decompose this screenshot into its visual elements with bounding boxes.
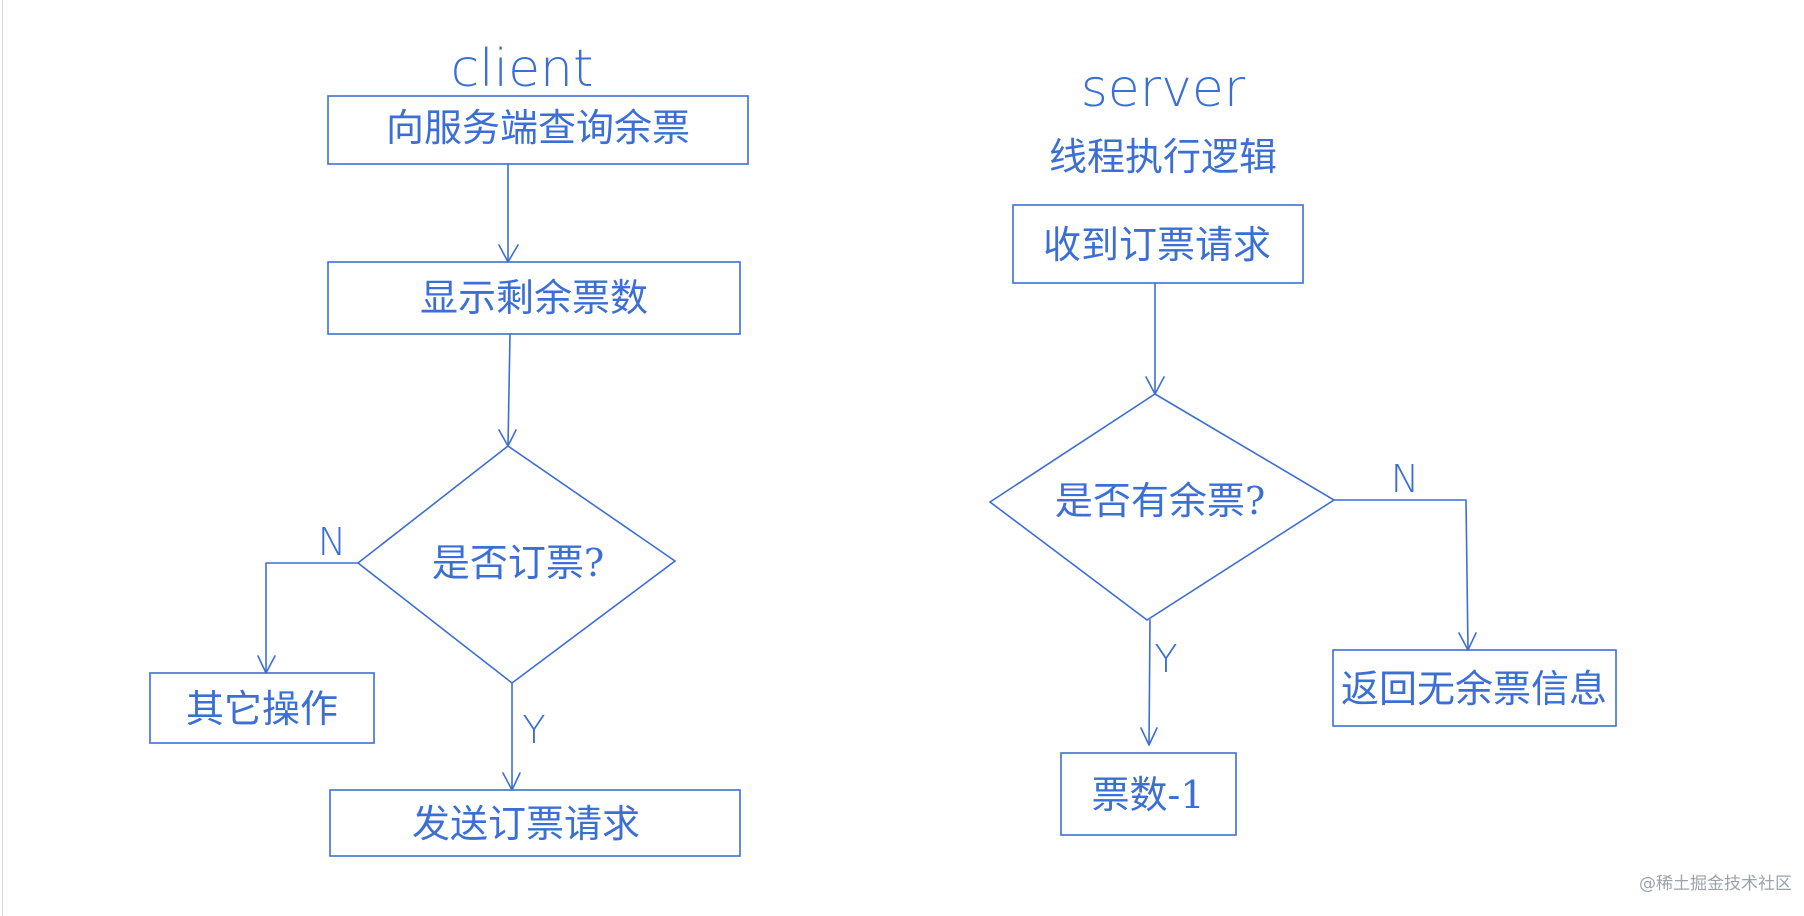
client-display-label: 显示剩余票数 <box>420 276 648 320</box>
server-decision-label: 是否有余票? <box>1055 479 1265 523</box>
client-decision-label: 是否订票? <box>432 541 604 585</box>
arrow-decision-to-no-ticket <box>1333 499 1469 651</box>
client-other-label: 其它操作 <box>186 687 338 731</box>
server-subheading: 线程执行逻辑 <box>1049 135 1277 179</box>
arrow-decision-to-other <box>265 562 359 674</box>
arrow-display-to-decision <box>507 333 511 447</box>
arrow-decision-to-decrement <box>1148 619 1151 746</box>
server-no-ticket-box <box>1332 649 1617 727</box>
server-decrement-label: 票数-1 <box>1091 773 1204 817</box>
server-yes-label: Y <box>1154 637 1177 681</box>
server-heading: server <box>1081 59 1246 119</box>
client-yes-label: Y <box>522 708 545 752</box>
server-receive-box <box>1012 204 1304 284</box>
client-send-label: 发送订票请求 <box>412 802 640 846</box>
server-no-label: N <box>1391 457 1419 501</box>
server-no-ticket-label: 返回无余票信息 <box>1341 667 1607 711</box>
client-query-box <box>327 95 749 165</box>
watermark: @稀土掘金技术社区 <box>1639 874 1792 894</box>
client-other-box <box>149 672 375 744</box>
client-display-box <box>327 261 741 335</box>
server-receive-label: 收到订票请求 <box>1043 223 1271 267</box>
client-send-box <box>329 789 741 857</box>
server-decrement-box <box>1060 752 1237 836</box>
client-heading: client <box>451 39 594 99</box>
left-edge-divider <box>2 0 3 916</box>
client-no-label: N <box>318 520 346 564</box>
arrowhead-decision-to-decrement <box>1140 727 1158 746</box>
client-query-label: 向服务端查询余票 <box>386 106 690 150</box>
server-decision-diamond <box>988 393 1336 621</box>
